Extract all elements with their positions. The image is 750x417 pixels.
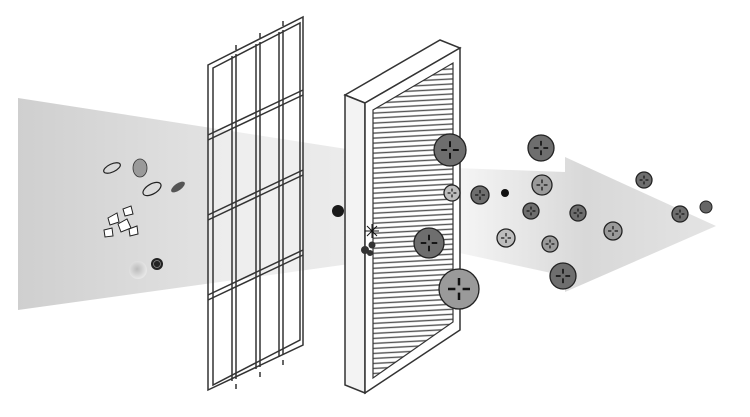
negative-ion bbox=[549, 262, 577, 290]
negative-ion bbox=[496, 228, 516, 248]
negative-ion bbox=[527, 134, 555, 162]
trapped-particles bbox=[332, 205, 379, 256]
smoke-particle bbox=[151, 258, 163, 270]
bacteria-spark bbox=[365, 224, 379, 238]
negative-ion bbox=[635, 171, 653, 189]
negative-ion bbox=[443, 184, 461, 202]
negative-ion bbox=[433, 133, 467, 167]
negative-ion bbox=[438, 268, 480, 310]
negative-ion bbox=[603, 221, 623, 241]
negative-ion bbox=[522, 202, 540, 220]
fine-particle bbox=[699, 200, 713, 214]
negative-ion bbox=[531, 174, 553, 196]
negative-ion bbox=[470, 185, 490, 205]
fine-particle bbox=[332, 205, 344, 217]
pre-filter-grid bbox=[207, 15, 304, 392]
hair-fiber bbox=[103, 162, 121, 174]
negative-ion bbox=[541, 235, 559, 253]
ionized-output-arrow bbox=[455, 157, 716, 292]
negative-ion bbox=[671, 205, 689, 223]
smoke-particle bbox=[171, 181, 185, 193]
hepa-filter bbox=[343, 39, 462, 395]
hair-fiber bbox=[142, 181, 162, 197]
pollen bbox=[132, 158, 148, 178]
dust-clump bbox=[103, 205, 139, 238]
mold-spore bbox=[361, 241, 376, 256]
incoming-particles bbox=[103, 158, 185, 279]
negative-ion bbox=[413, 227, 445, 259]
negative-ion bbox=[569, 204, 587, 222]
negative-ions bbox=[413, 133, 689, 310]
fine-particle bbox=[501, 189, 509, 197]
pollen bbox=[129, 261, 147, 279]
airflow-beam bbox=[18, 98, 450, 310]
